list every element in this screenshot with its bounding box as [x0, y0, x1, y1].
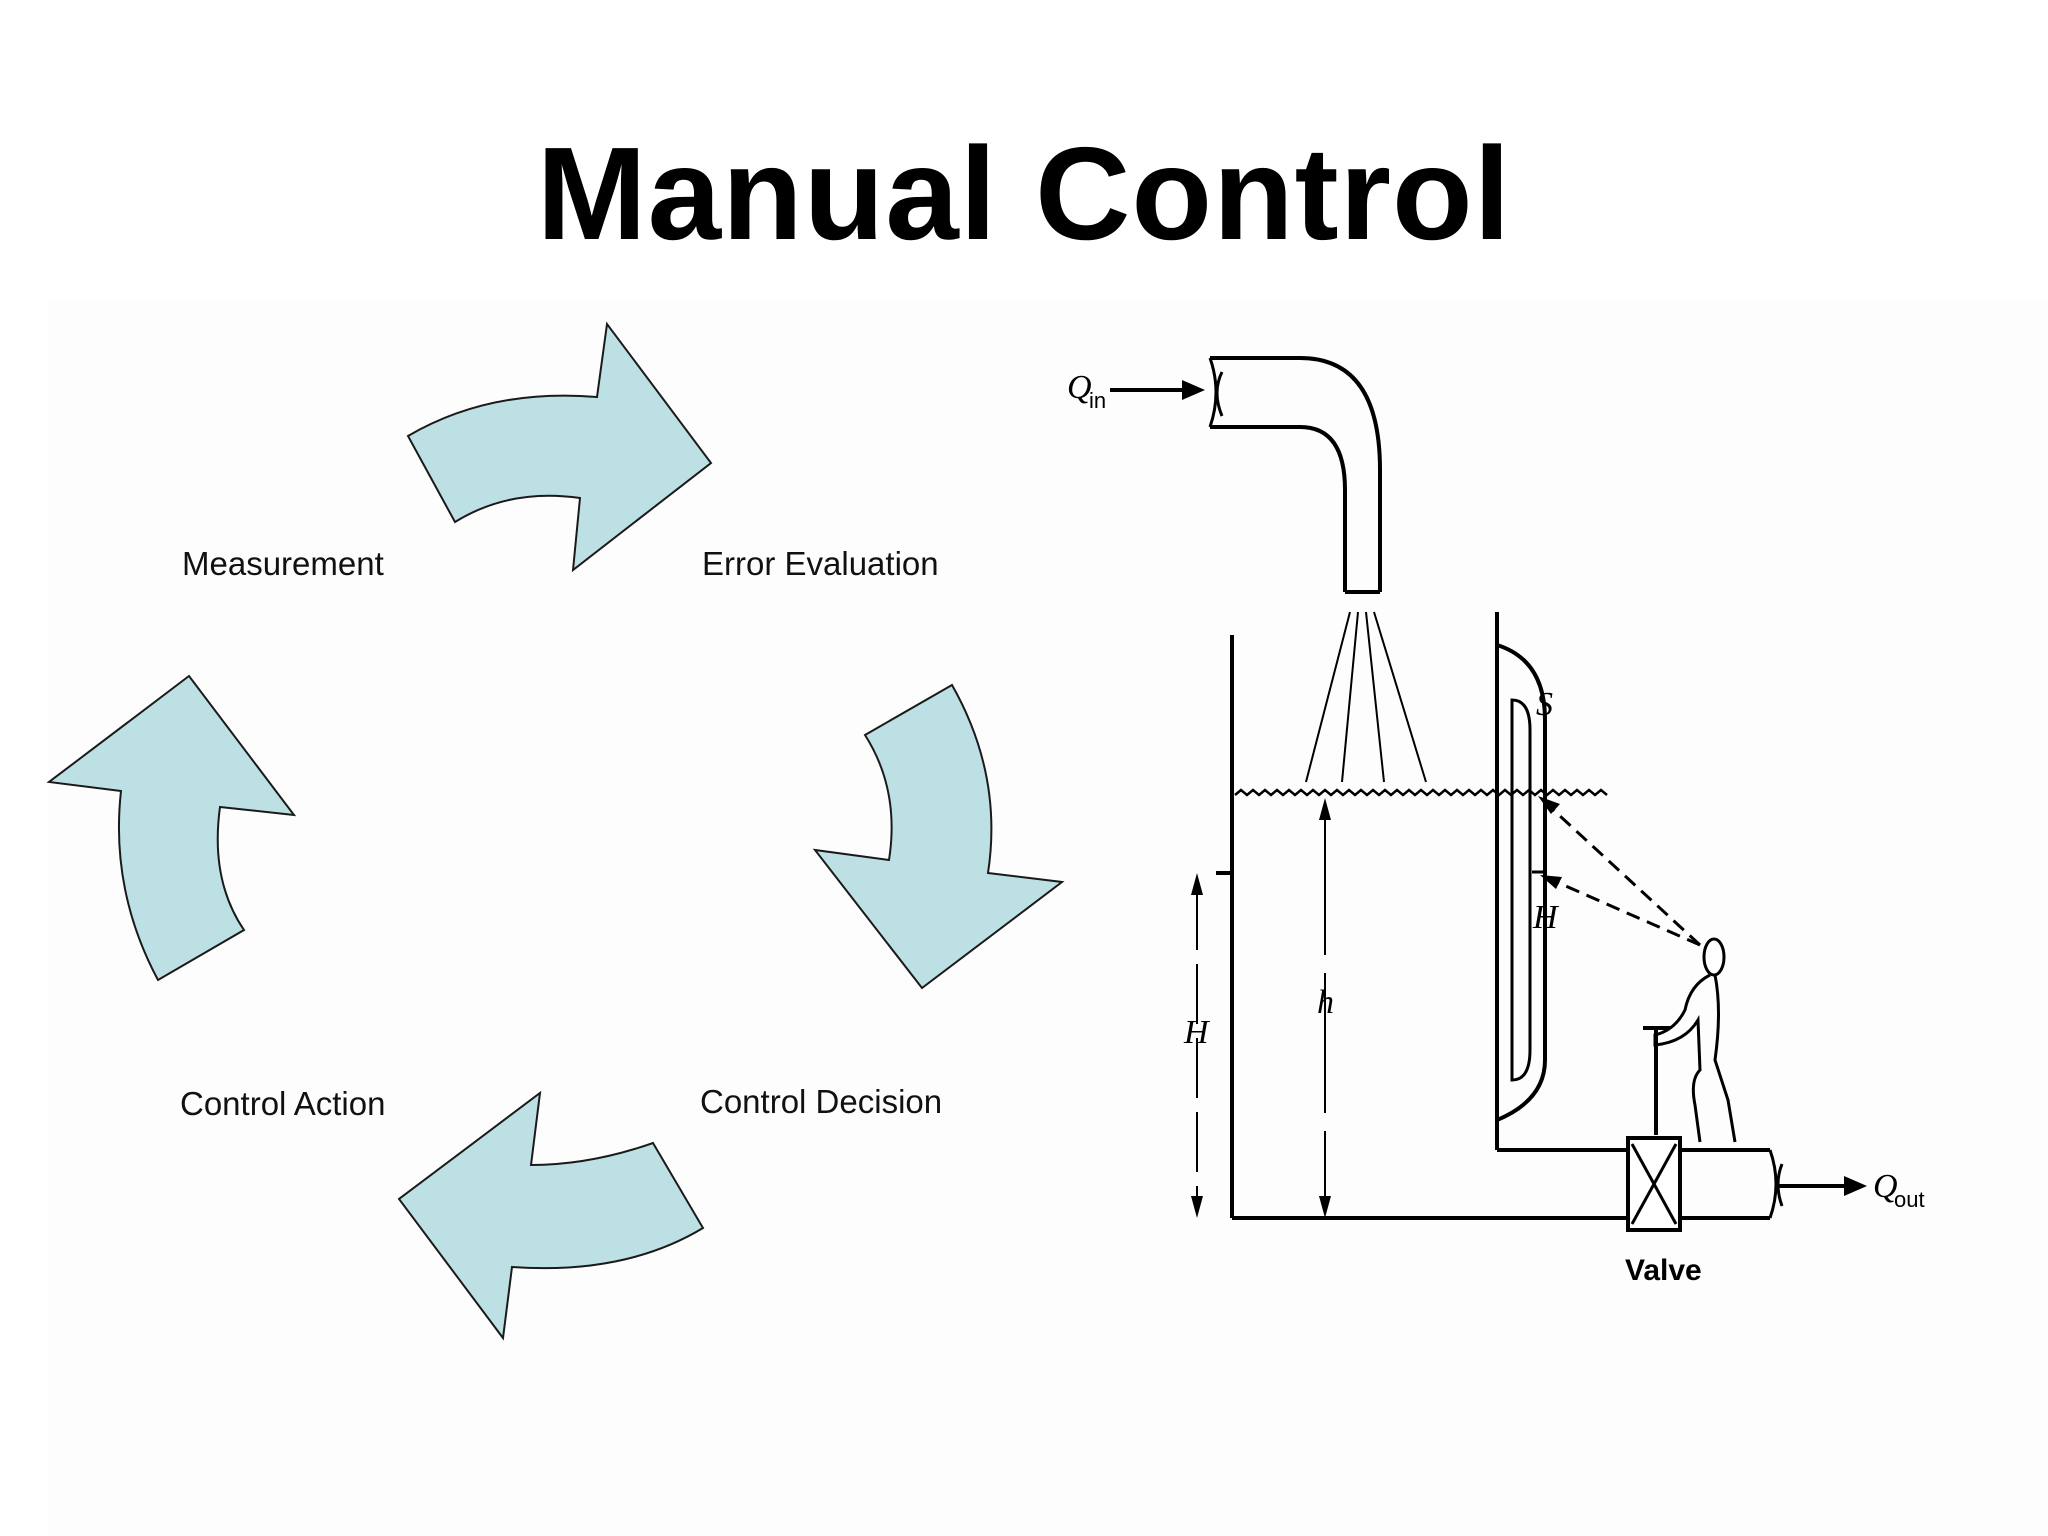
operator-sight-lines — [1538, 796, 1702, 947]
inflow-pipe — [1210, 356, 1382, 592]
stage-label-measurement: Measurement — [182, 545, 384, 582]
inflow-subscript: in — [1089, 388, 1106, 413]
setpoint-label-glass: H — [1532, 899, 1560, 936]
spray-lines — [1305, 611, 1427, 783]
slide-background — [48, 300, 2048, 1536]
level-label: h — [1317, 984, 1334, 1021]
operator-figure — [1643, 937, 1737, 1143]
water-surface — [1234, 788, 1608, 797]
tank-diagram: Q in H h S — [1067, 356, 1925, 1287]
cycle-arrow-right — [812, 683, 1065, 990]
inflow-label: Q — [1067, 369, 1092, 406]
inflow-arrowhead — [1182, 380, 1205, 400]
setpoint-label-tank: H — [1183, 1014, 1211, 1051]
valve-icon — [1626, 1136, 1682, 1232]
stage-label-control-decision: Control Decision — [700, 1083, 943, 1120]
sight-glass-label: S — [1536, 686, 1553, 723]
cycle-arrow-top — [406, 321, 713, 573]
cycle-arrows — [46, 321, 1065, 1341]
outflow-label: Q — [1873, 1168, 1898, 1205]
outflow-subscript: out — [1894, 1187, 1925, 1212]
stage-label-error-evaluation: Error Evaluation — [702, 545, 939, 582]
outflow-arrowhead — [1844, 1176, 1867, 1196]
page-title: Manual Control — [536, 120, 1512, 267]
stage-label-control-action: Control Action — [180, 1085, 386, 1122]
cycle-arrow-bottom — [397, 1090, 705, 1341]
cycle-arrow-left — [46, 674, 297, 982]
valve-label: Valve — [1625, 1254, 1702, 1287]
sight-glass — [1496, 643, 1628, 1152]
